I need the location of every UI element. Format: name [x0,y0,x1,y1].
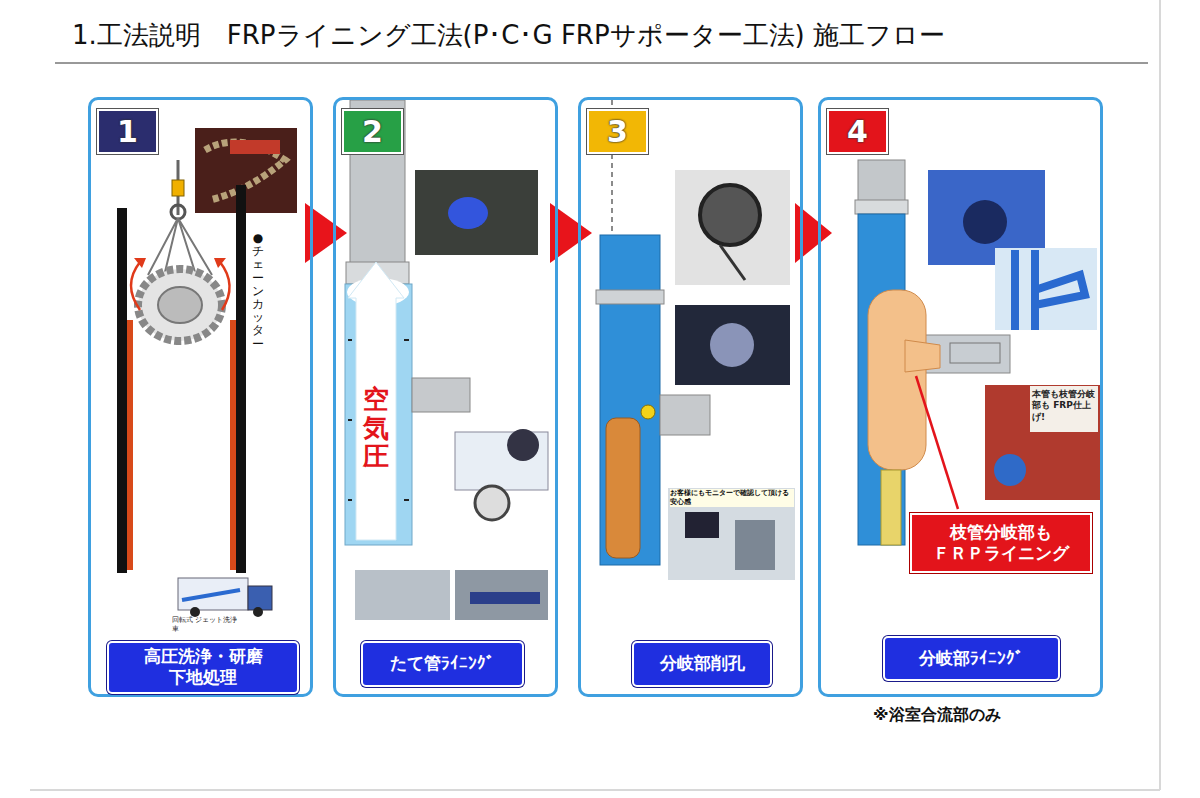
step-number: 2 [362,114,383,149]
truck-stripe [182,590,240,600]
photo [455,570,548,620]
lined-pipe [600,235,660,565]
wheel [253,607,263,617]
branch-pipe [412,378,470,412]
page-edge [30,789,1160,791]
step-label-box: たて管ﾗｲﾆﾝｸﾞ [361,641,524,687]
leader-line [916,376,958,509]
rotation-arrow-head [214,258,226,268]
step-label-box: 高圧洗浄・研磨 下地処理 [107,641,299,694]
cutter-hub [158,287,202,323]
step-label: 分岐部削孔 [660,653,745,674]
pipe-corrosion [230,320,236,570]
step-label-box: 分岐部ﾗｲﾆﾝｸﾞ [883,636,1060,681]
rotation-arrow [220,262,230,310]
step-label-box: 分岐部削孔 [632,641,772,687]
note-label: 回転式 ジェット洗浄車 [172,616,242,634]
callout-box: 枝管分岐部も ＦＲＰライニング [910,513,1092,573]
step-label: たて管ﾗｲﾆﾝｸﾞ [390,653,495,674]
rotation-arrow [131,262,140,310]
photo [675,305,790,385]
step-badge: 4 [827,109,888,154]
hose-photo [230,140,280,154]
step-number: 4 [847,114,868,149]
truck-body [178,578,248,610]
step-badge: 2 [342,109,403,154]
photo-cable [720,245,745,280]
step-number: 3 [607,114,628,149]
photo-tube [470,592,540,604]
vertical-label: 空気圧 [363,385,389,471]
reel [507,429,539,461]
step-number: 1 [117,114,138,149]
photo [985,385,1100,500]
photo [668,488,795,580]
pipe-joint [855,200,908,214]
cutter-bit [641,405,655,419]
pipe [858,160,905,205]
page-edge [1159,0,1161,790]
note-label: お客様にもモニターで確認して頂ける安心感 [670,489,794,507]
hook [171,205,185,219]
cutter-robot [606,418,640,558]
photo-monitor [685,512,719,538]
pressure-ticks [348,340,409,500]
push-rod [881,470,901,545]
photo-lining [448,197,488,229]
step-panel: 1 高圧洗浄・研磨 下地処理 [88,97,313,697]
branch-bag [905,340,940,372]
note-label: ※浴室合流部のみ [873,705,1001,726]
air-arrow [348,262,404,540]
step-badge: 1 [97,109,158,154]
photo-operator [735,520,775,570]
rotation-arrow-head [134,258,146,268]
pump [475,486,509,520]
photo-device [700,185,760,245]
swivel [172,180,184,196]
step-panel: 3 分岐部削孔 [578,97,803,697]
photo [675,170,790,285]
pipe-wall [117,208,127,573]
photo [355,570,450,620]
step-label: 分岐部ﾗｲﾆﾝｸﾞ [919,648,1024,669]
branch-pipe [660,395,710,435]
branch-inner [950,343,1000,363]
chain-cutter [138,269,222,341]
wheel [190,607,200,617]
title-rule [55,63,1148,64]
photo-fitting [1015,250,1085,330]
pipe-corrosion [127,320,133,570]
step-badge: 3 [587,109,648,154]
photo-caption-ground [1030,386,1098,432]
page-title: 1.工法説明 FRPライニング工法(P･C･G FRPサポーター工法) 施工フロ… [72,18,945,53]
photo [415,170,538,255]
step-label: 高圧洗浄・研磨 下地処理 [115,646,291,689]
pipe-wall [236,185,246,573]
pipe-joint [596,290,664,304]
photo [995,248,1097,330]
truck-cab [248,586,272,610]
photo-pipe [994,454,1026,486]
photo-pipe [963,200,1007,244]
note-label: 本管も枝管分岐部も FRP仕上げ! [1032,389,1096,423]
step-label: 枝管分岐部も ＦＲＰライニング [918,522,1084,565]
vertical-label: ●チェーンカッター [252,232,264,351]
photo-pipe [710,323,754,367]
